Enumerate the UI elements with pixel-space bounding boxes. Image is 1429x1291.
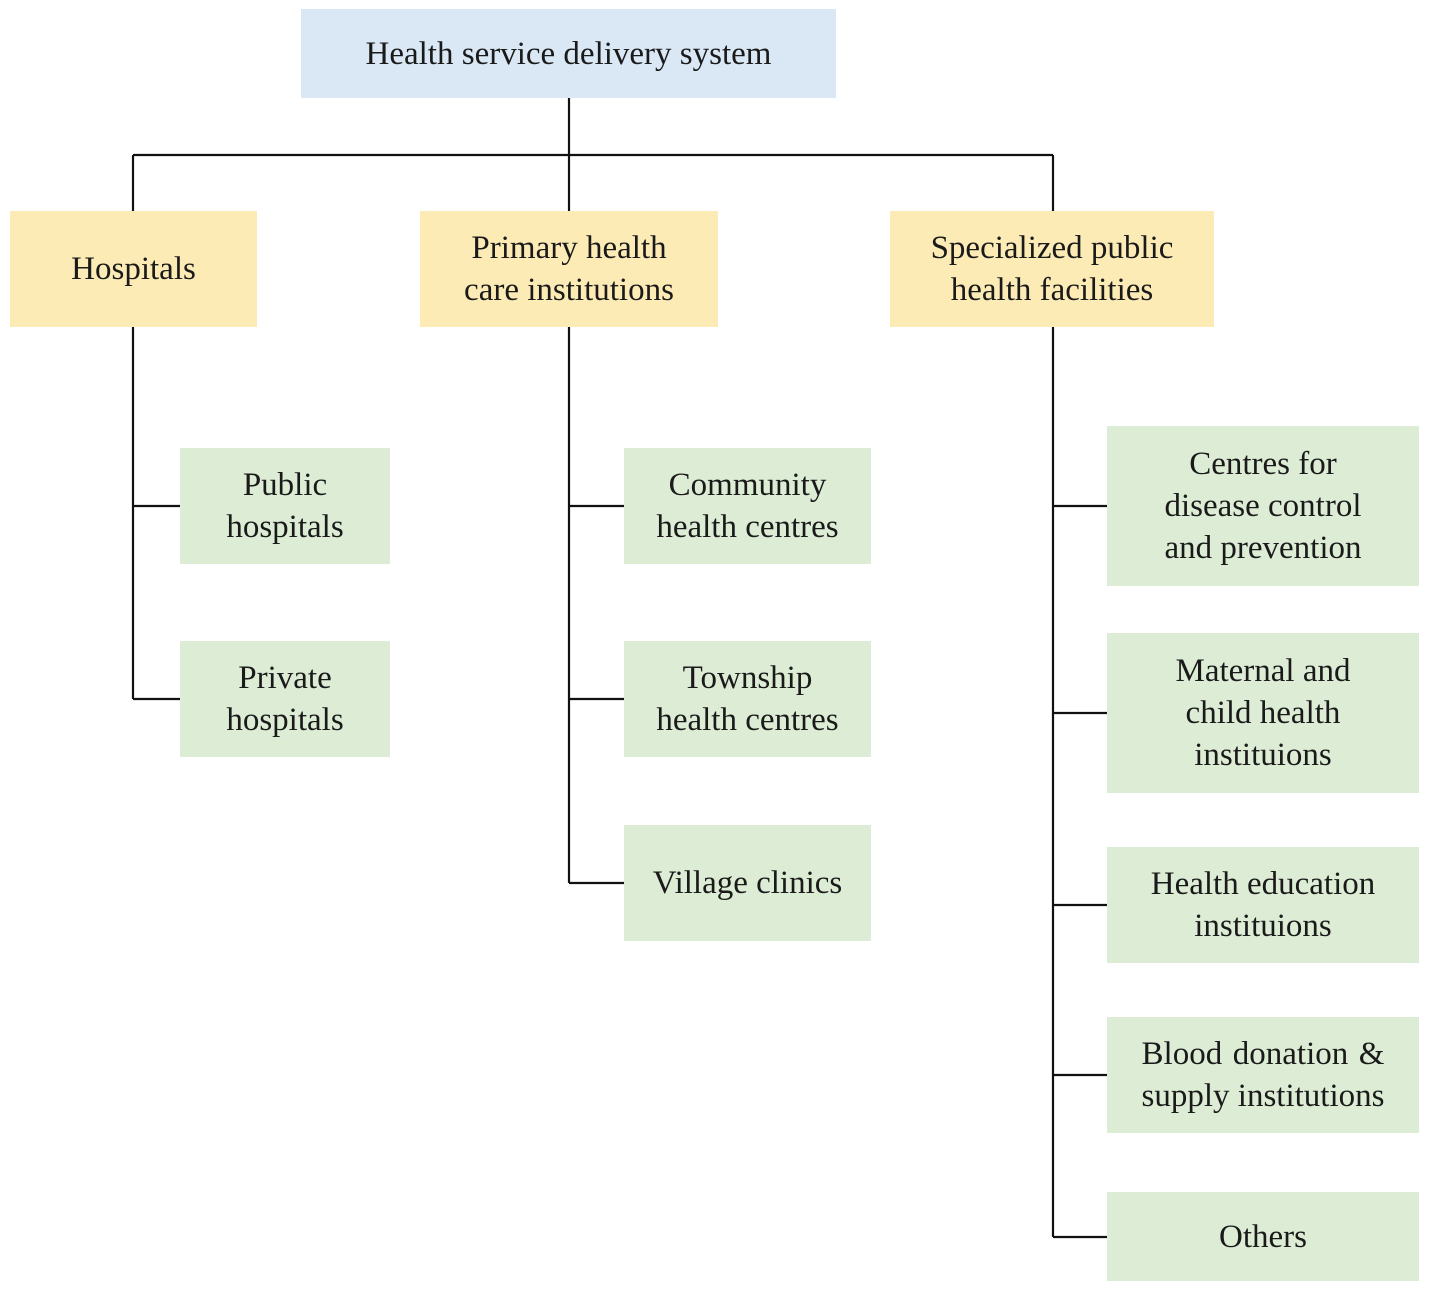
node-maternal-child-health: Maternal and child health instituions (1107, 633, 1419, 793)
node-others: Others (1107, 1192, 1419, 1281)
node-centres-disease-control-label: Centres for disease control and preventi… (1164, 446, 1362, 566)
category-specialized-public-health-label: Specialized public health facilities (930, 230, 1174, 308)
node-village-clinics: Village clinics (624, 825, 871, 941)
category-primary-health-care-label: Primary health care institutions (464, 230, 674, 308)
category-hospitals: Hospitals (10, 211, 257, 327)
node-public-hospitals: Public hospitals (180, 448, 390, 564)
root-node-label: Health service delivery system (365, 35, 772, 72)
node-blood-donation-label: Blood donation & supply institutions (1141, 1036, 1385, 1114)
root-node: Health service delivery system (301, 9, 836, 98)
category-specialized-public-health: Specialized public health facilities (890, 211, 1214, 327)
node-health-education-label: Health education instituions (1150, 866, 1376, 944)
category-primary-health-care: Primary health care institutions (420, 211, 718, 327)
node-community-health-centres-label: Community health centres (656, 467, 839, 545)
node-township-health-centres-label: Township health centres (656, 660, 839, 738)
node-others-label: Others (1219, 1218, 1307, 1255)
node-village-clinics-label: Village clinics (652, 865, 843, 901)
node-private-hospitals: Private hospitals (180, 641, 390, 757)
node-centres-disease-control: Centres for disease control and preventi… (1107, 426, 1419, 586)
node-health-education: Health education instituions (1107, 847, 1419, 963)
node-community-health-centres: Community health centres (624, 448, 871, 564)
category-hospitals-label: Hospitals (71, 251, 196, 287)
node-maternal-child-health-label: Maternal and child health instituions (1175, 653, 1351, 773)
node-private-hospitals-label: Private hospitals (226, 660, 344, 738)
node-township-health-centres: Township health centres (624, 641, 871, 757)
node-blood-donation: Blood donation & supply institutions (1107, 1017, 1419, 1133)
node-public-hospitals-label: Public hospitals (226, 467, 344, 545)
